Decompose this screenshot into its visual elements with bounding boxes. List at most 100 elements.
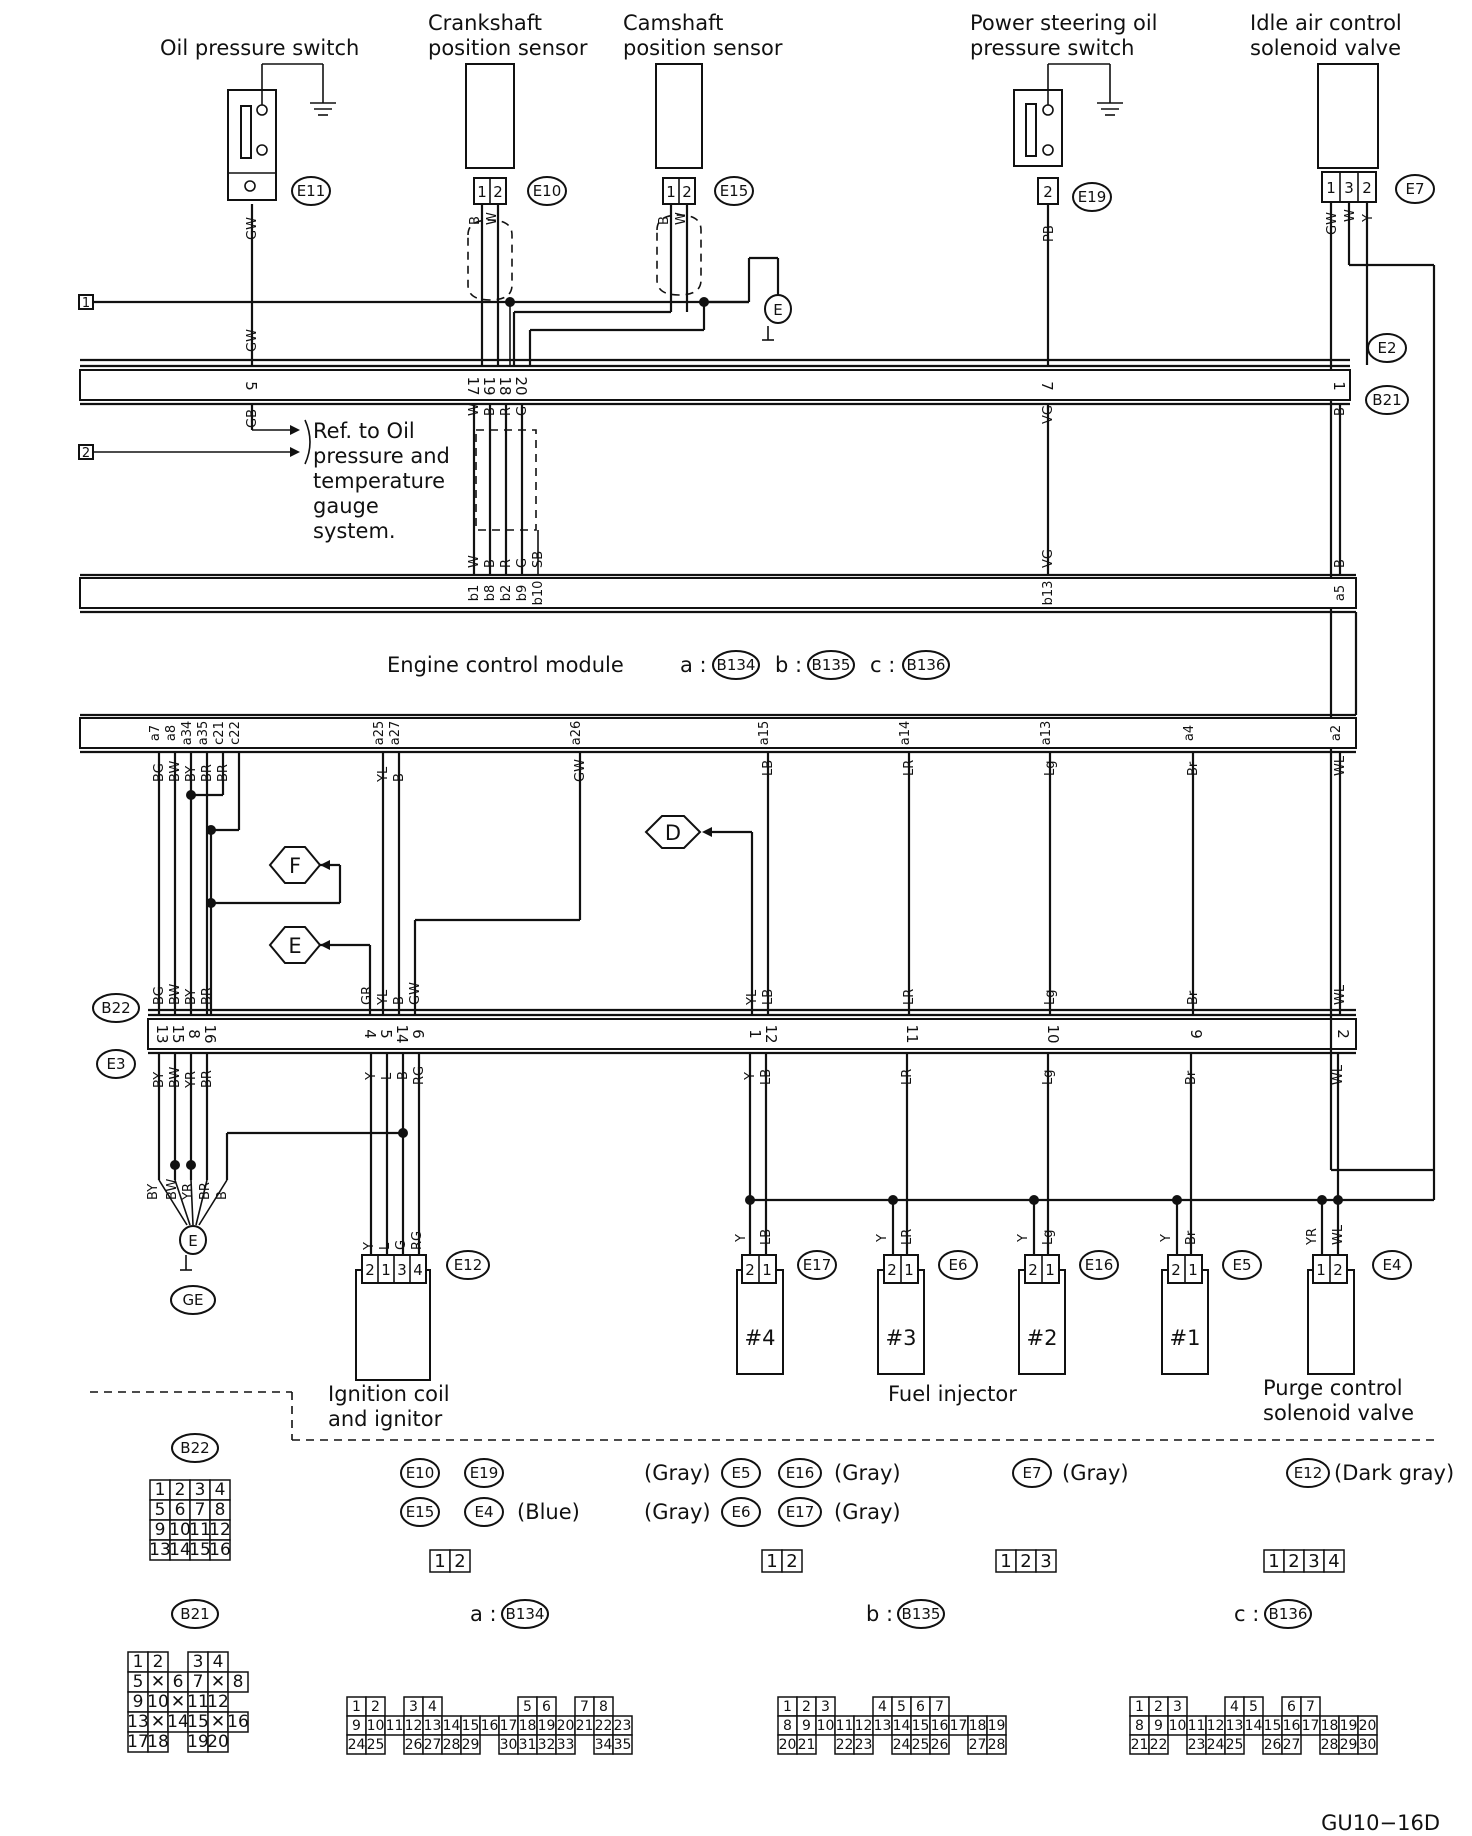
svg-text:VG: VG — [1041, 405, 1056, 424]
pin-cell — [929, 1734, 950, 1755]
svg-text:a :: a : — [680, 653, 707, 677]
pin-number: 11 — [189, 1520, 211, 1540]
pin-number: 12 — [1207, 1718, 1225, 1734]
pin-number: 4 — [878, 1699, 887, 1715]
pin-number: 22 — [595, 1718, 613, 1734]
pin-cell — [207, 1731, 229, 1753]
pin-number: 5 — [897, 1699, 906, 1715]
pin-number: 28 — [1321, 1737, 1339, 1753]
pin-number: 5 — [133, 1672, 144, 1692]
svg-text:D: D — [665, 821, 681, 845]
svg-text:#3: #3 — [886, 1326, 917, 1350]
pin-number: 26 — [931, 1737, 949, 1753]
pin-number: 19 — [988, 1718, 1006, 1734]
svg-text:13: 13 — [153, 1024, 171, 1043]
svg-text:Lg: Lg — [1041, 1230, 1056, 1246]
pin-number: 10 — [169, 1520, 191, 1540]
svg-text:WL: WL — [1331, 1064, 1346, 1085]
pin-number: 32 — [538, 1737, 556, 1753]
svg-text:9: 9 — [1187, 1029, 1205, 1039]
pin-number: 1 — [783, 1699, 792, 1715]
svg-text:E7: E7 — [1405, 180, 1424, 198]
ecm-label: Engine control module — [387, 653, 624, 677]
svg-text:17: 17 — [464, 376, 482, 395]
e3-load-wiring — [157, 1000, 1436, 1255]
pin-number: 22 — [836, 1737, 854, 1753]
svg-text:BR: BR — [200, 987, 215, 1005]
pin-number: 12 — [405, 1718, 423, 1734]
svg-text:E: E — [773, 301, 782, 319]
pin-number: 7 — [935, 1699, 944, 1715]
svg-text:a2: a2 — [1329, 725, 1344, 741]
pin-number: 3 — [1308, 1551, 1319, 1572]
svg-text:1: 1 — [1188, 1261, 1198, 1279]
svg-text:2: 2 — [1028, 1261, 1038, 1279]
pin-number: 17 — [500, 1718, 518, 1734]
pin-number: 2 — [175, 1480, 186, 1500]
pin-number: 9 — [1154, 1718, 1163, 1734]
pin-number: 8 — [783, 1718, 792, 1734]
svg-text:a :: a : — [470, 1602, 497, 1626]
svg-text:W: W — [485, 212, 500, 225]
svg-text:BW: BW — [168, 761, 183, 782]
connector-e19: E19 — [1072, 182, 1112, 212]
connector-e6: E6 — [938, 1250, 978, 1280]
svg-text:Br: Br — [1184, 1230, 1199, 1245]
pin-number: 20 — [557, 1718, 575, 1734]
ignition-label-1: Ignition coil — [328, 1382, 450, 1406]
svg-text:B134: B134 — [717, 656, 756, 674]
pin-number: 21 — [576, 1718, 594, 1734]
svg-text:2: 2 — [1333, 1261, 1343, 1279]
pin-number: 13 — [1226, 1718, 1244, 1734]
pin-number: 1 — [1135, 1699, 1144, 1715]
ecm-b22-wiring — [157, 752, 1342, 1015]
connector-b22: B22 — [92, 993, 140, 1023]
pin-number: 10 — [367, 1718, 385, 1734]
pin-number: 28 — [988, 1737, 1006, 1753]
fuel-injector-label: Fuel injector — [888, 1382, 1017, 1406]
pin-number: 7 — [195, 1500, 206, 1520]
pin-number: 8 — [233, 1672, 244, 1692]
pin-cell — [147, 1731, 169, 1753]
svg-text:E17: E17 — [803, 1256, 832, 1274]
pin-cell — [227, 1711, 249, 1733]
svg-text:YR: YR — [181, 1183, 196, 1201]
camshaft-position-sensor: 1 2 — [655, 63, 703, 205]
svg-text:B135: B135 — [902, 1605, 941, 1623]
pin-number: 8 — [1135, 1718, 1144, 1734]
oil-pressure-switch — [227, 63, 336, 201]
svg-text:1: 1 — [82, 296, 90, 311]
svg-text:B135: B135 — [812, 656, 851, 674]
pin-number: 2 — [454, 1551, 465, 1572]
pin-cell — [612, 1734, 633, 1755]
svg-text:E5: E5 — [731, 1464, 750, 1482]
svg-text:20: 20 — [512, 376, 530, 395]
ecm-bottom-wire-colors: BG BW BY BR BR YL B GW LB LR Lg Br WL — [152, 755, 1348, 783]
svg-text:c :: c : — [1234, 1602, 1259, 1626]
pin-number: 10 — [817, 1718, 835, 1734]
connector-band-b22-e3 — [147, 1008, 1357, 1055]
pin-number: 15 — [189, 1540, 211, 1560]
svg-text:E16: E16 — [1085, 1256, 1114, 1274]
svg-text:LR: LR — [900, 1069, 915, 1085]
pin-number: 17 — [1302, 1718, 1320, 1734]
pin-number: 1 — [1268, 1551, 1279, 1572]
svg-text:BW: BW — [165, 1179, 180, 1200]
pin-number: 6 — [916, 1699, 925, 1715]
svg-text:BY: BY — [184, 766, 199, 782]
pin-number: 11 — [187, 1692, 209, 1712]
pin-number: 22 — [1150, 1737, 1168, 1753]
svg-text:a8: a8 — [164, 725, 179, 741]
svg-text:G: G — [394, 1240, 409, 1250]
svg-text:2: 2 — [1334, 1029, 1352, 1039]
ign-wire-colors: Y L G RG — [362, 1231, 425, 1251]
pin-number: 10 — [1169, 1718, 1187, 1734]
pin-number: 16 — [227, 1712, 249, 1732]
svg-text:BY: BY — [184, 989, 199, 1005]
pin-cell — [853, 1734, 874, 1755]
pin-number: 11 — [386, 1718, 404, 1734]
pin-number: 7 — [1306, 1699, 1315, 1715]
